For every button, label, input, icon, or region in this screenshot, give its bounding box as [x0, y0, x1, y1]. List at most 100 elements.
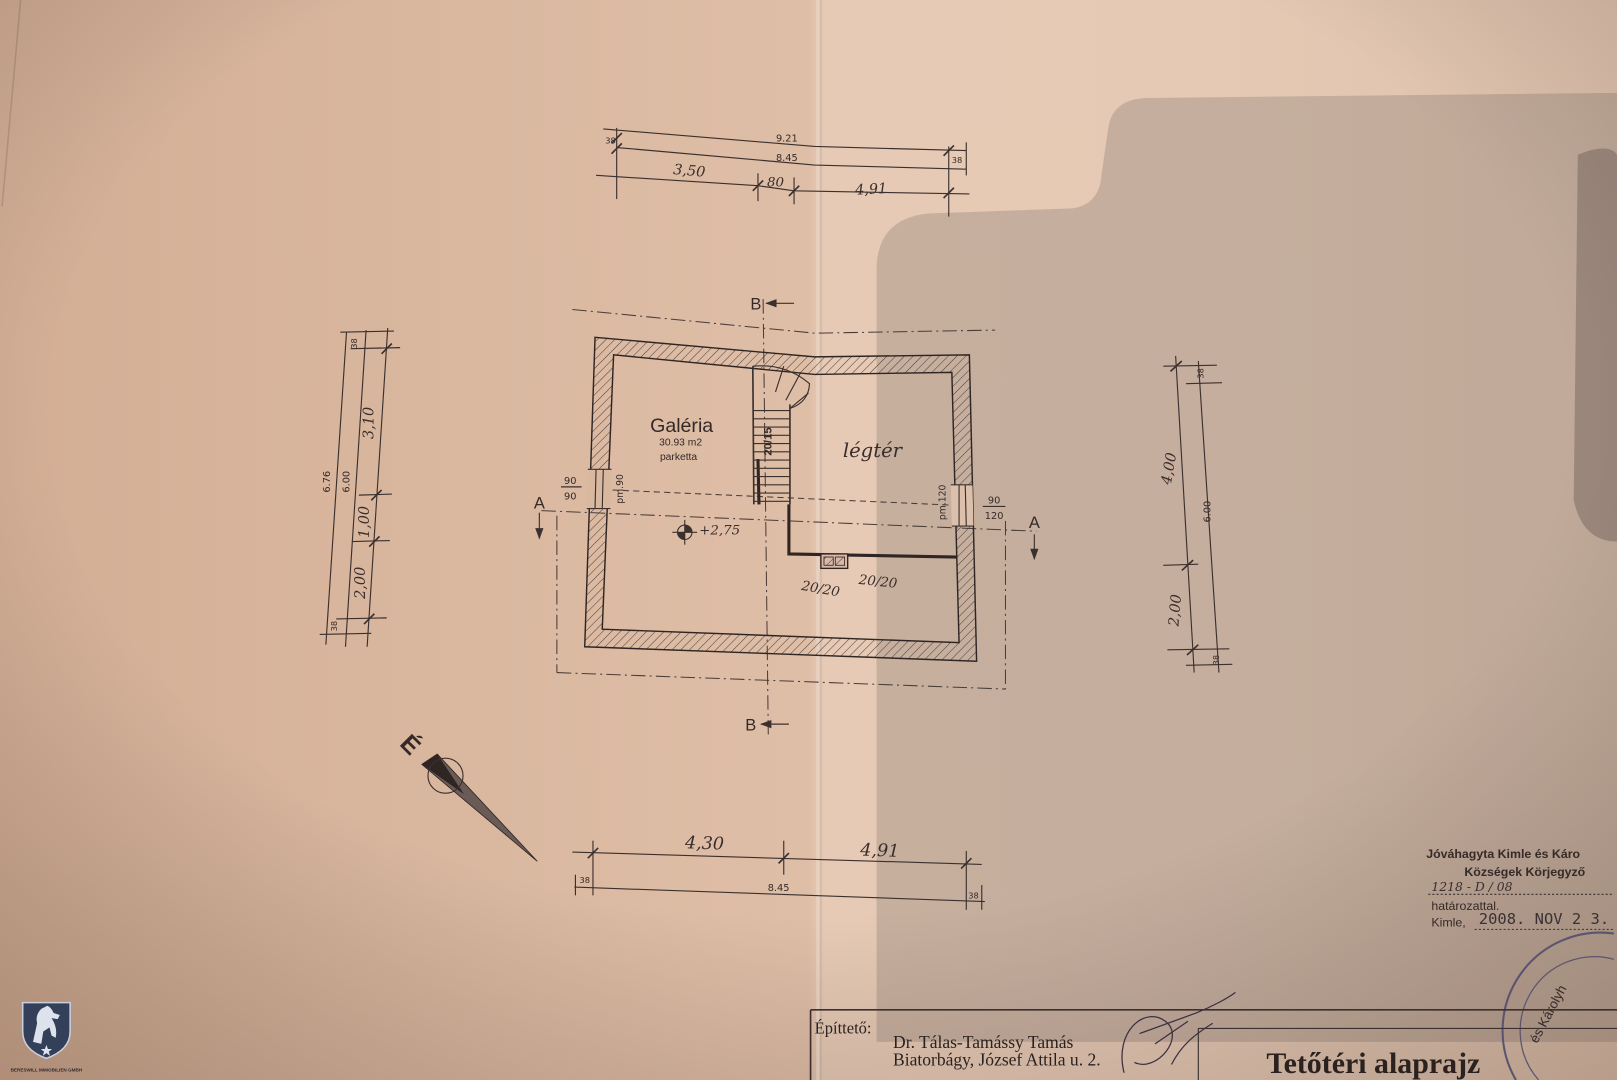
- extension-line: [1185, 663, 1233, 666]
- stair-winder-step: [774, 366, 785, 393]
- right-window-opening: [950, 484, 974, 527]
- left-window-sill: pm.90: [615, 474, 626, 504]
- dimension-label: 9.21: [776, 133, 798, 144]
- dimension-tick: [363, 613, 375, 625]
- left-window-opening: [586, 469, 612, 509]
- dimension-tick: [778, 852, 790, 864]
- dimension-tick: [587, 847, 599, 859]
- title-block: Építtető: Dr. Tálas-Tamássy Tamás Biator…: [809, 991, 1617, 1080]
- dimension-label: 4,91: [859, 840, 900, 861]
- level-marker: +2,75: [672, 519, 740, 545]
- client-name: Dr. Tálas-Tamássy Tamás: [893, 1032, 1073, 1052]
- extension-line: [1163, 364, 1217, 367]
- section-mark-a-left: A: [534, 495, 545, 513]
- client-address: Biatorbágy, József Attila u. 2.: [893, 1050, 1101, 1070]
- stair-winder-step: [789, 392, 809, 409]
- gallery-edge: 20/20 20/20: [787, 504, 958, 601]
- chimney-label: 20/20: [799, 579, 841, 601]
- star-icon: [40, 1044, 53, 1056]
- dimension-tick: [788, 185, 800, 197]
- dimension-tick: [960, 857, 973, 870]
- dimension-label: 38: [579, 875, 589, 885]
- dimension-label: 38: [1195, 368, 1205, 379]
- arrow-left-icon: [765, 299, 777, 308]
- stamp-line-1: Jóváhagyta Kimle és Káro: [1426, 847, 1580, 861]
- dimension-label: 38: [968, 890, 978, 900]
- left-window-height: 90: [564, 491, 576, 502]
- left-dimension-chain: 38 3,10 6.76 6.00 1,00 2,00 38: [319, 327, 401, 647]
- client-label: Építtető:: [815, 1019, 872, 1038]
- dimension-label: 1,00: [357, 506, 373, 538]
- knee-wall-line: [612, 489, 960, 506]
- dimension-label: 38: [349, 338, 359, 349]
- extension-line: [350, 347, 401, 350]
- dimension-label: 38: [605, 135, 615, 145]
- round-seal-inner-arc: [1519, 956, 1615, 1080]
- dimension-label: 3,10: [361, 407, 377, 439]
- overall-dimension-line: [603, 128, 967, 152]
- extension-line: [1167, 648, 1230, 651]
- dimension-label: 8.45: [768, 883, 790, 894]
- stair-stringer: [751, 366, 755, 505]
- section-mark-b-bottom: B: [745, 716, 756, 734]
- dimension-tick: [370, 489, 383, 501]
- left-window-width: 90: [564, 476, 576, 487]
- chimney-label: 20/20: [857, 573, 898, 592]
- extension-line: [1185, 382, 1223, 385]
- paper-edge-line: [1, 0, 22, 207]
- dimension-tick: [752, 179, 764, 192]
- arrow-down-icon: [535, 528, 544, 540]
- chimney-flue: [834, 556, 846, 566]
- dimension-label: 6.00: [1203, 501, 1214, 523]
- extension-line: [336, 617, 387, 620]
- room-area: 30.93 m2: [659, 438, 702, 449]
- section-line-b: [762, 299, 769, 735]
- walls: [583, 336, 978, 662]
- round-seal-arc: [1501, 931, 1615, 1080]
- overall-dimension-line: [325, 332, 348, 645]
- stamp-place: Kimle,: [1431, 915, 1465, 929]
- dimension-label: 80: [767, 176, 785, 191]
- room-labels: Galéria 30.93 m2 parketta légtér: [650, 415, 904, 463]
- level-marker-fill: [677, 525, 692, 540]
- dimension-label: 38: [952, 155, 962, 165]
- signature: [1121, 991, 1236, 1073]
- watermark-logo: BERESWILL IMMOBILIEN GMBH: [11, 1001, 83, 1073]
- dimension-label: 38: [1211, 655, 1221, 666]
- extension-line: [358, 493, 392, 496]
- extension-line: [352, 539, 390, 543]
- north-arrow-circle: [427, 757, 464, 794]
- dimension-tick: [610, 142, 623, 155]
- window-glazing-line: [594, 469, 597, 509]
- stair-handrail: [756, 458, 761, 505]
- inner-dimension-line: [574, 886, 985, 903]
- chimney-flue: [823, 556, 834, 566]
- extension-line: [319, 632, 372, 635]
- dimension-label: 4,30: [684, 833, 725, 854]
- room-name-void: légtér: [843, 439, 904, 462]
- dimension-tick: [943, 144, 955, 157]
- top-dimension-chain: 38 9.21 8.45 38 3,50 80 4,91: [596, 127, 970, 217]
- right-dimension-chain: 38 4,00 6.00 2,00 38: [1159, 355, 1233, 673]
- window-glazing-line: [601, 469, 604, 509]
- stair-winder-step: [785, 373, 801, 401]
- gallery-railing-line: [787, 504, 958, 559]
- level-value: +2,75: [699, 523, 740, 538]
- inner-dimension-line: [616, 146, 967, 170]
- section-markers: A A B B: [534, 295, 1040, 734]
- inner-dimension-line: [1197, 360, 1220, 673]
- dimension-label: 6.00: [342, 471, 353, 493]
- right-window-width: 90: [988, 495, 1000, 506]
- right-window-sill: pm.120: [938, 484, 949, 520]
- dimension-tick: [1169, 360, 1183, 372]
- bottom-dimension-chain: 4,30 4,91 38 8.45 38: [572, 833, 985, 910]
- staircase: 20/15: [751, 365, 811, 505]
- dimension-tick: [368, 535, 381, 548]
- segment-dimension-line: [596, 174, 970, 195]
- stamp-line-2: Községek Körjegyző: [1464, 865, 1585, 879]
- window-glazing-line: [964, 484, 967, 527]
